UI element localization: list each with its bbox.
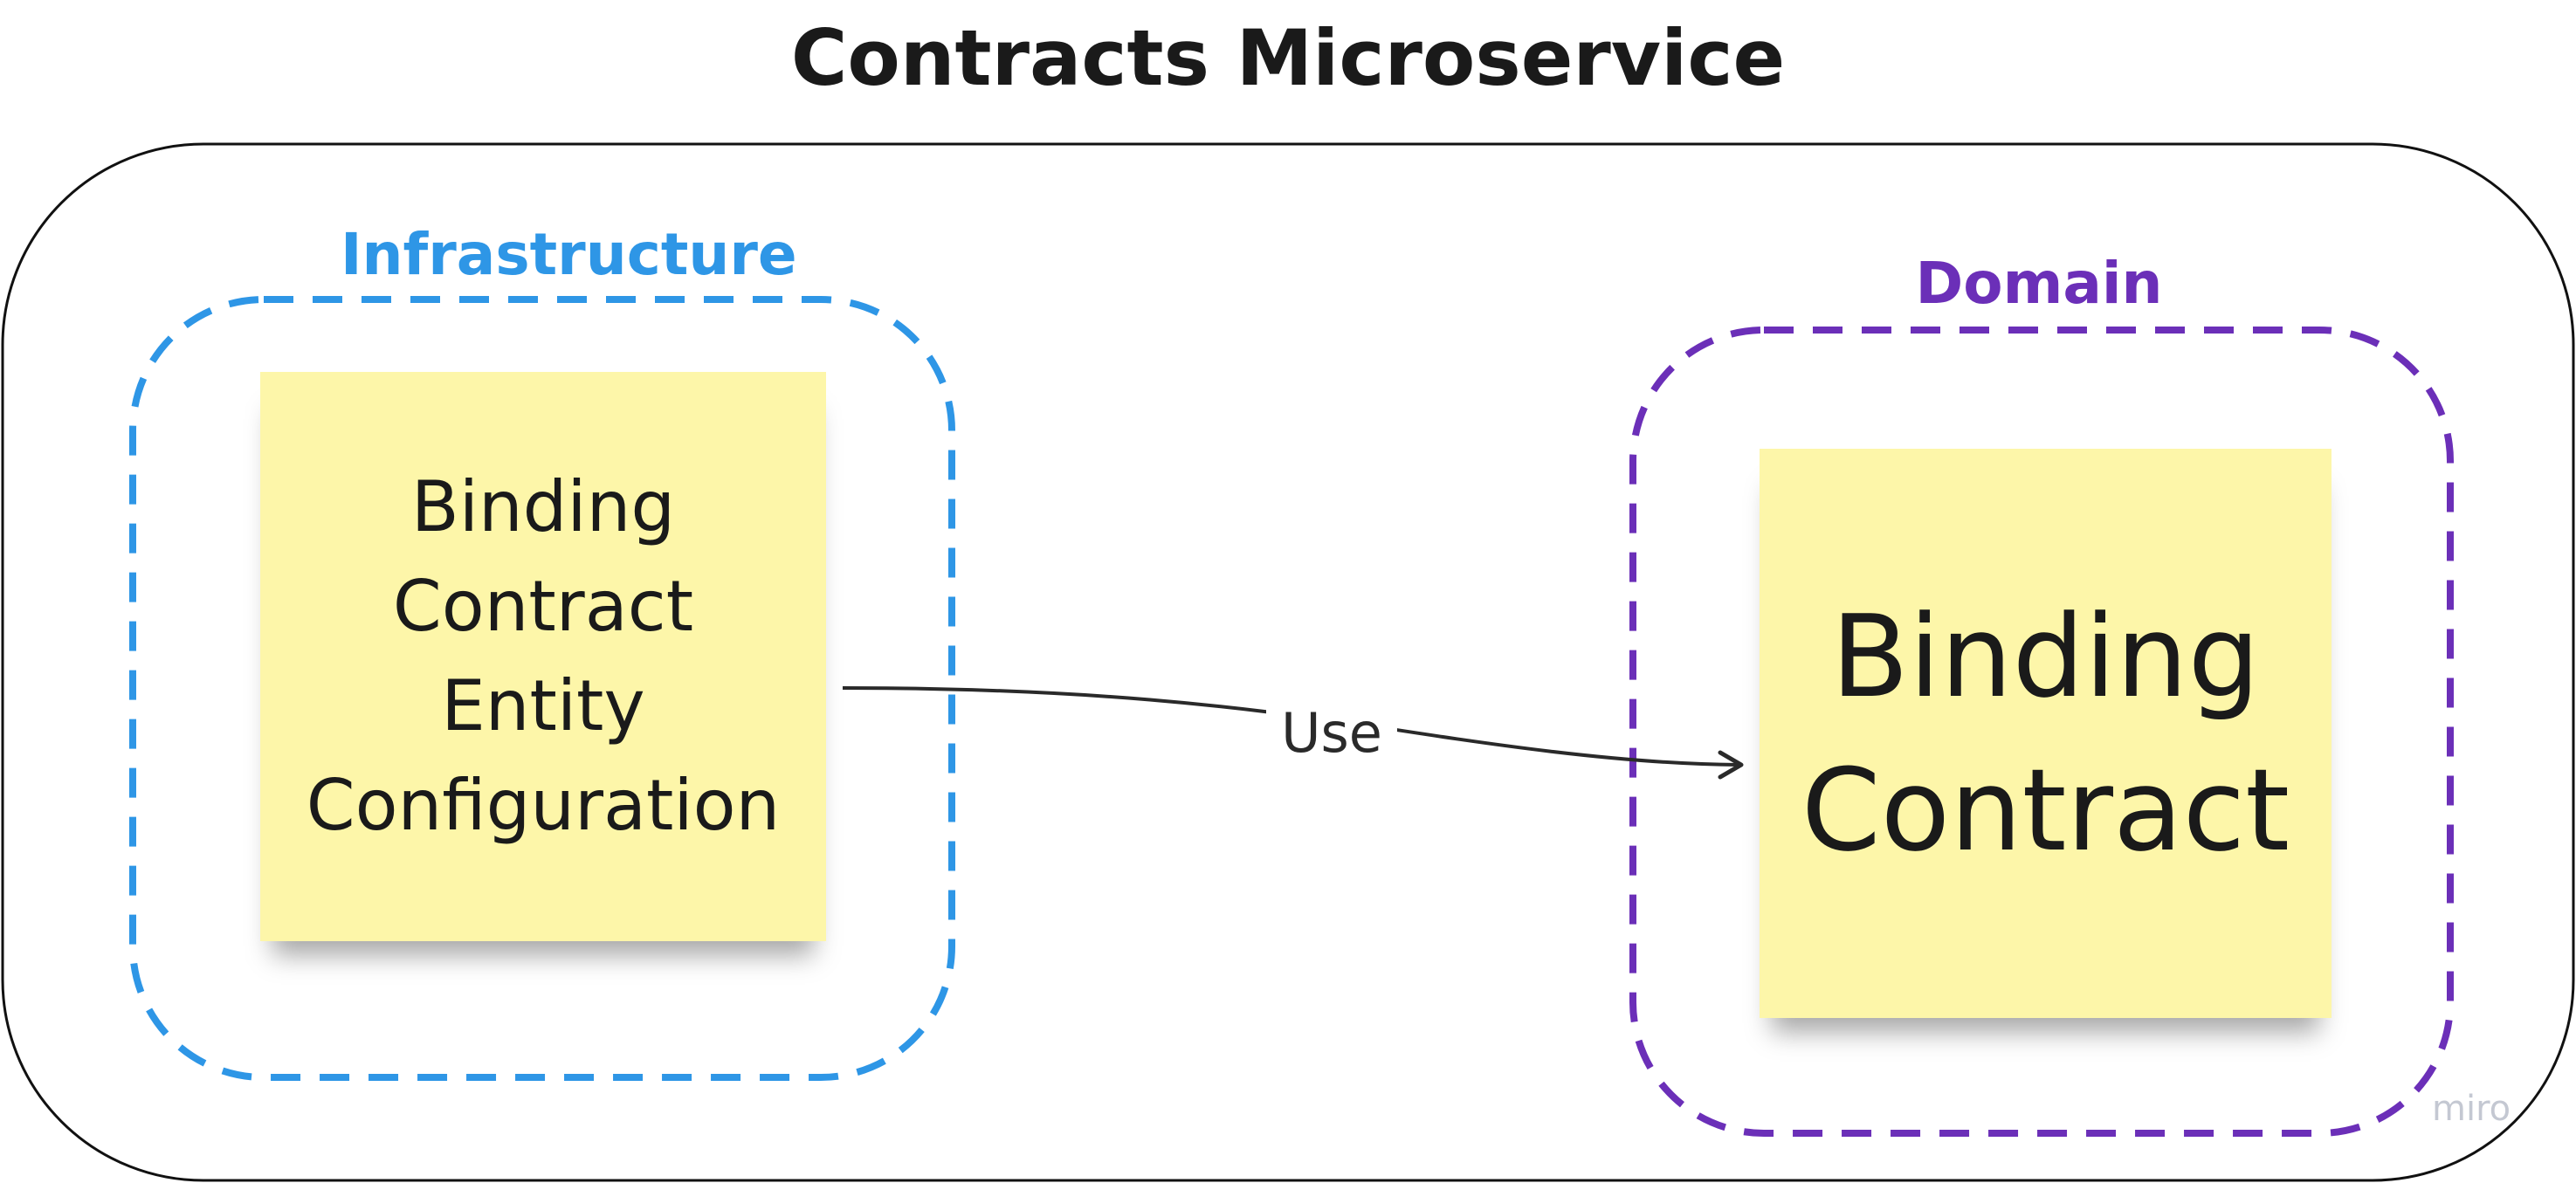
domain-group-frame[interactable] [1629,327,2454,1137]
sticky-note-text: Binding Contract Entity Configuration [289,457,798,856]
sticky-note-binding-contract[interactable]: Binding Contract [1760,449,2331,1018]
sticky-note-binding-contract-entity-configuration[interactable]: Binding Contract Entity Configuration [260,372,826,941]
note-line: Contract [1801,744,2290,877]
sticky-note-text: Binding Contract [1784,580,2307,887]
infrastructure-group-frame[interactable] [129,296,955,1081]
microservice-boundary [1,142,2575,1182]
note-line: Entity [441,665,645,746]
note-line: Binding [410,466,676,547]
connector-label[interactable]: Use [1266,698,1397,768]
domain-group-label: Domain [1915,250,2163,317]
note-line: Binding [1830,590,2261,723]
miro-watermark-logo: miro [2432,1089,2511,1129]
infrastructure-group-label: Infrastructure [341,221,797,288]
note-line: Contract [392,566,694,647]
arrowhead-icon [1718,750,1744,780]
note-line: Configuration [306,765,781,846]
page-title: Contracts Microservice [790,13,1786,103]
